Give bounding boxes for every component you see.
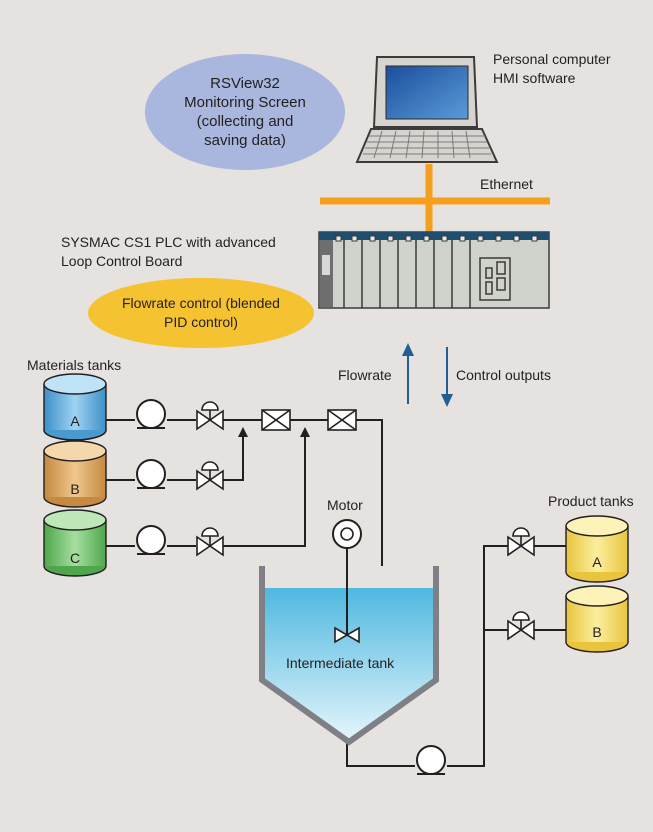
pump-icons [136, 399, 446, 775]
piping [106, 419, 566, 767]
material-tank-c [43, 509, 107, 577]
control-valve-icons [196, 401, 535, 641]
hmi-bubble-line: RSView32 [210, 75, 280, 92]
material-tank-c-letter: C [69, 550, 81, 566]
product-tank-a-letter: A [592, 554, 602, 570]
plc-label-line1: SYSMAC CS1 PLC with advanced [61, 234, 276, 250]
ethernet-label: Ethernet [480, 176, 533, 192]
ethernet-bus [320, 164, 550, 232]
product-tank-b-letter: B [592, 624, 602, 640]
product-tank-b [565, 585, 629, 653]
plc-rack-icon [318, 231, 550, 309]
material-tank-a-letter: A [70, 413, 80, 429]
flow-meter-icons [261, 409, 357, 431]
computer-label-line1: Personal computer [493, 51, 611, 67]
product-tanks-title: Product tanks [548, 493, 634, 509]
product-tank-a [565, 515, 629, 583]
hmi-bubble-line: saving data) [204, 132, 286, 149]
control-outputs-arrow [441, 347, 453, 407]
hmi-bubble-shape [145, 54, 345, 170]
plc-label-line2: Loop Control Board [61, 253, 183, 269]
material-tank-b-letter: B [70, 481, 80, 497]
intermediate-tank [259, 566, 439, 746]
flowrate-arrow [402, 343, 414, 404]
control-bubble-line: PID control) [164, 314, 238, 330]
intermediate-tank-label: Intermediate tank [286, 655, 395, 671]
motor-label: Motor [327, 497, 363, 513]
junction-arrows [238, 427, 310, 437]
hmi-bubble: RSView32 Monitoring Screen (collecting a… [145, 54, 345, 170]
control-bubble-shape [88, 278, 314, 348]
plc-label: SYSMAC CS1 PLC with advanced Loop Contro… [61, 233, 276, 271]
flowrate-label: Flowrate [338, 367, 392, 383]
computer-label-line2: HMI software [493, 70, 576, 86]
control-outputs-label: Control outputs [456, 367, 551, 383]
laptop-icon [355, 56, 499, 163]
control-bubble-line: Flowrate control (blended [122, 295, 280, 311]
hmi-bubble-line: (collecting and [196, 113, 294, 130]
computer-label: Personal computer HMI software [493, 50, 611, 88]
motor-icon [332, 519, 362, 644]
hmi-bubble-line: Monitoring Screen [184, 94, 306, 111]
material-tank-a [43, 373, 107, 441]
materials-tanks-title: Materials tanks [27, 357, 122, 373]
control-bubble: Flowrate control (blended PID control) [88, 278, 314, 348]
material-tank-b [43, 440, 107, 508]
